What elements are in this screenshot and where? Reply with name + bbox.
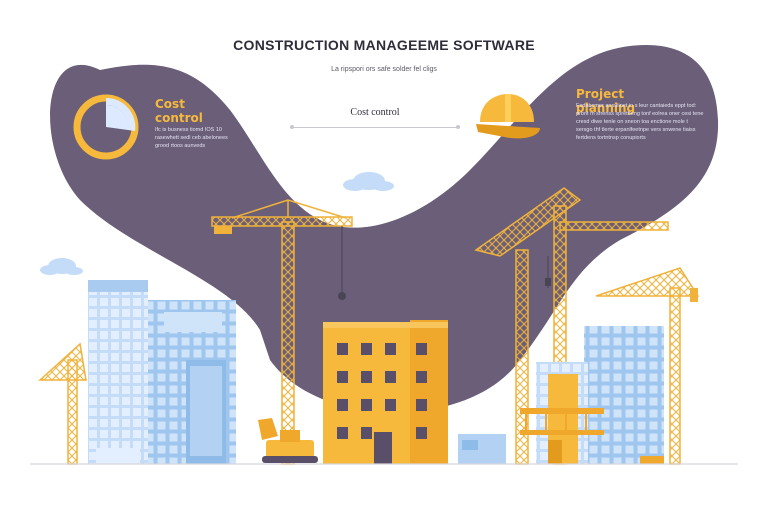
cost-panel-body: Ifc is busness tiomd IOS 10 rasewhett se… (155, 127, 228, 149)
cost-panel-heading: Cost control (155, 97, 203, 125)
center-label: Cost control (350, 107, 400, 118)
center-divider (290, 125, 460, 129)
purple-blob (50, 44, 719, 413)
hard-hat-icon (476, 94, 540, 139)
building-left (88, 280, 236, 464)
tower-crane-icon (38, 342, 87, 465)
divider-dot (290, 125, 294, 129)
page-title: CONSTRUCTION MANAGEEME SOFTWARE (233, 37, 535, 53)
building-right (520, 326, 664, 464)
planning-panel-body: Fedabcmer ansulinet in s leur cantaieds … (576, 103, 704, 141)
excavator-icon (258, 418, 318, 463)
cloud-icon (40, 258, 83, 275)
tower-crane-icon (474, 187, 669, 465)
planning-panel-heading: Project planning (576, 87, 636, 115)
donut-chart-icon (73, 94, 139, 160)
page-subtitle: La ripspori ors safe solder fel cligs (331, 66, 437, 73)
divider-dot (456, 125, 460, 129)
cloud-icon (343, 172, 394, 191)
building-center (323, 320, 448, 464)
